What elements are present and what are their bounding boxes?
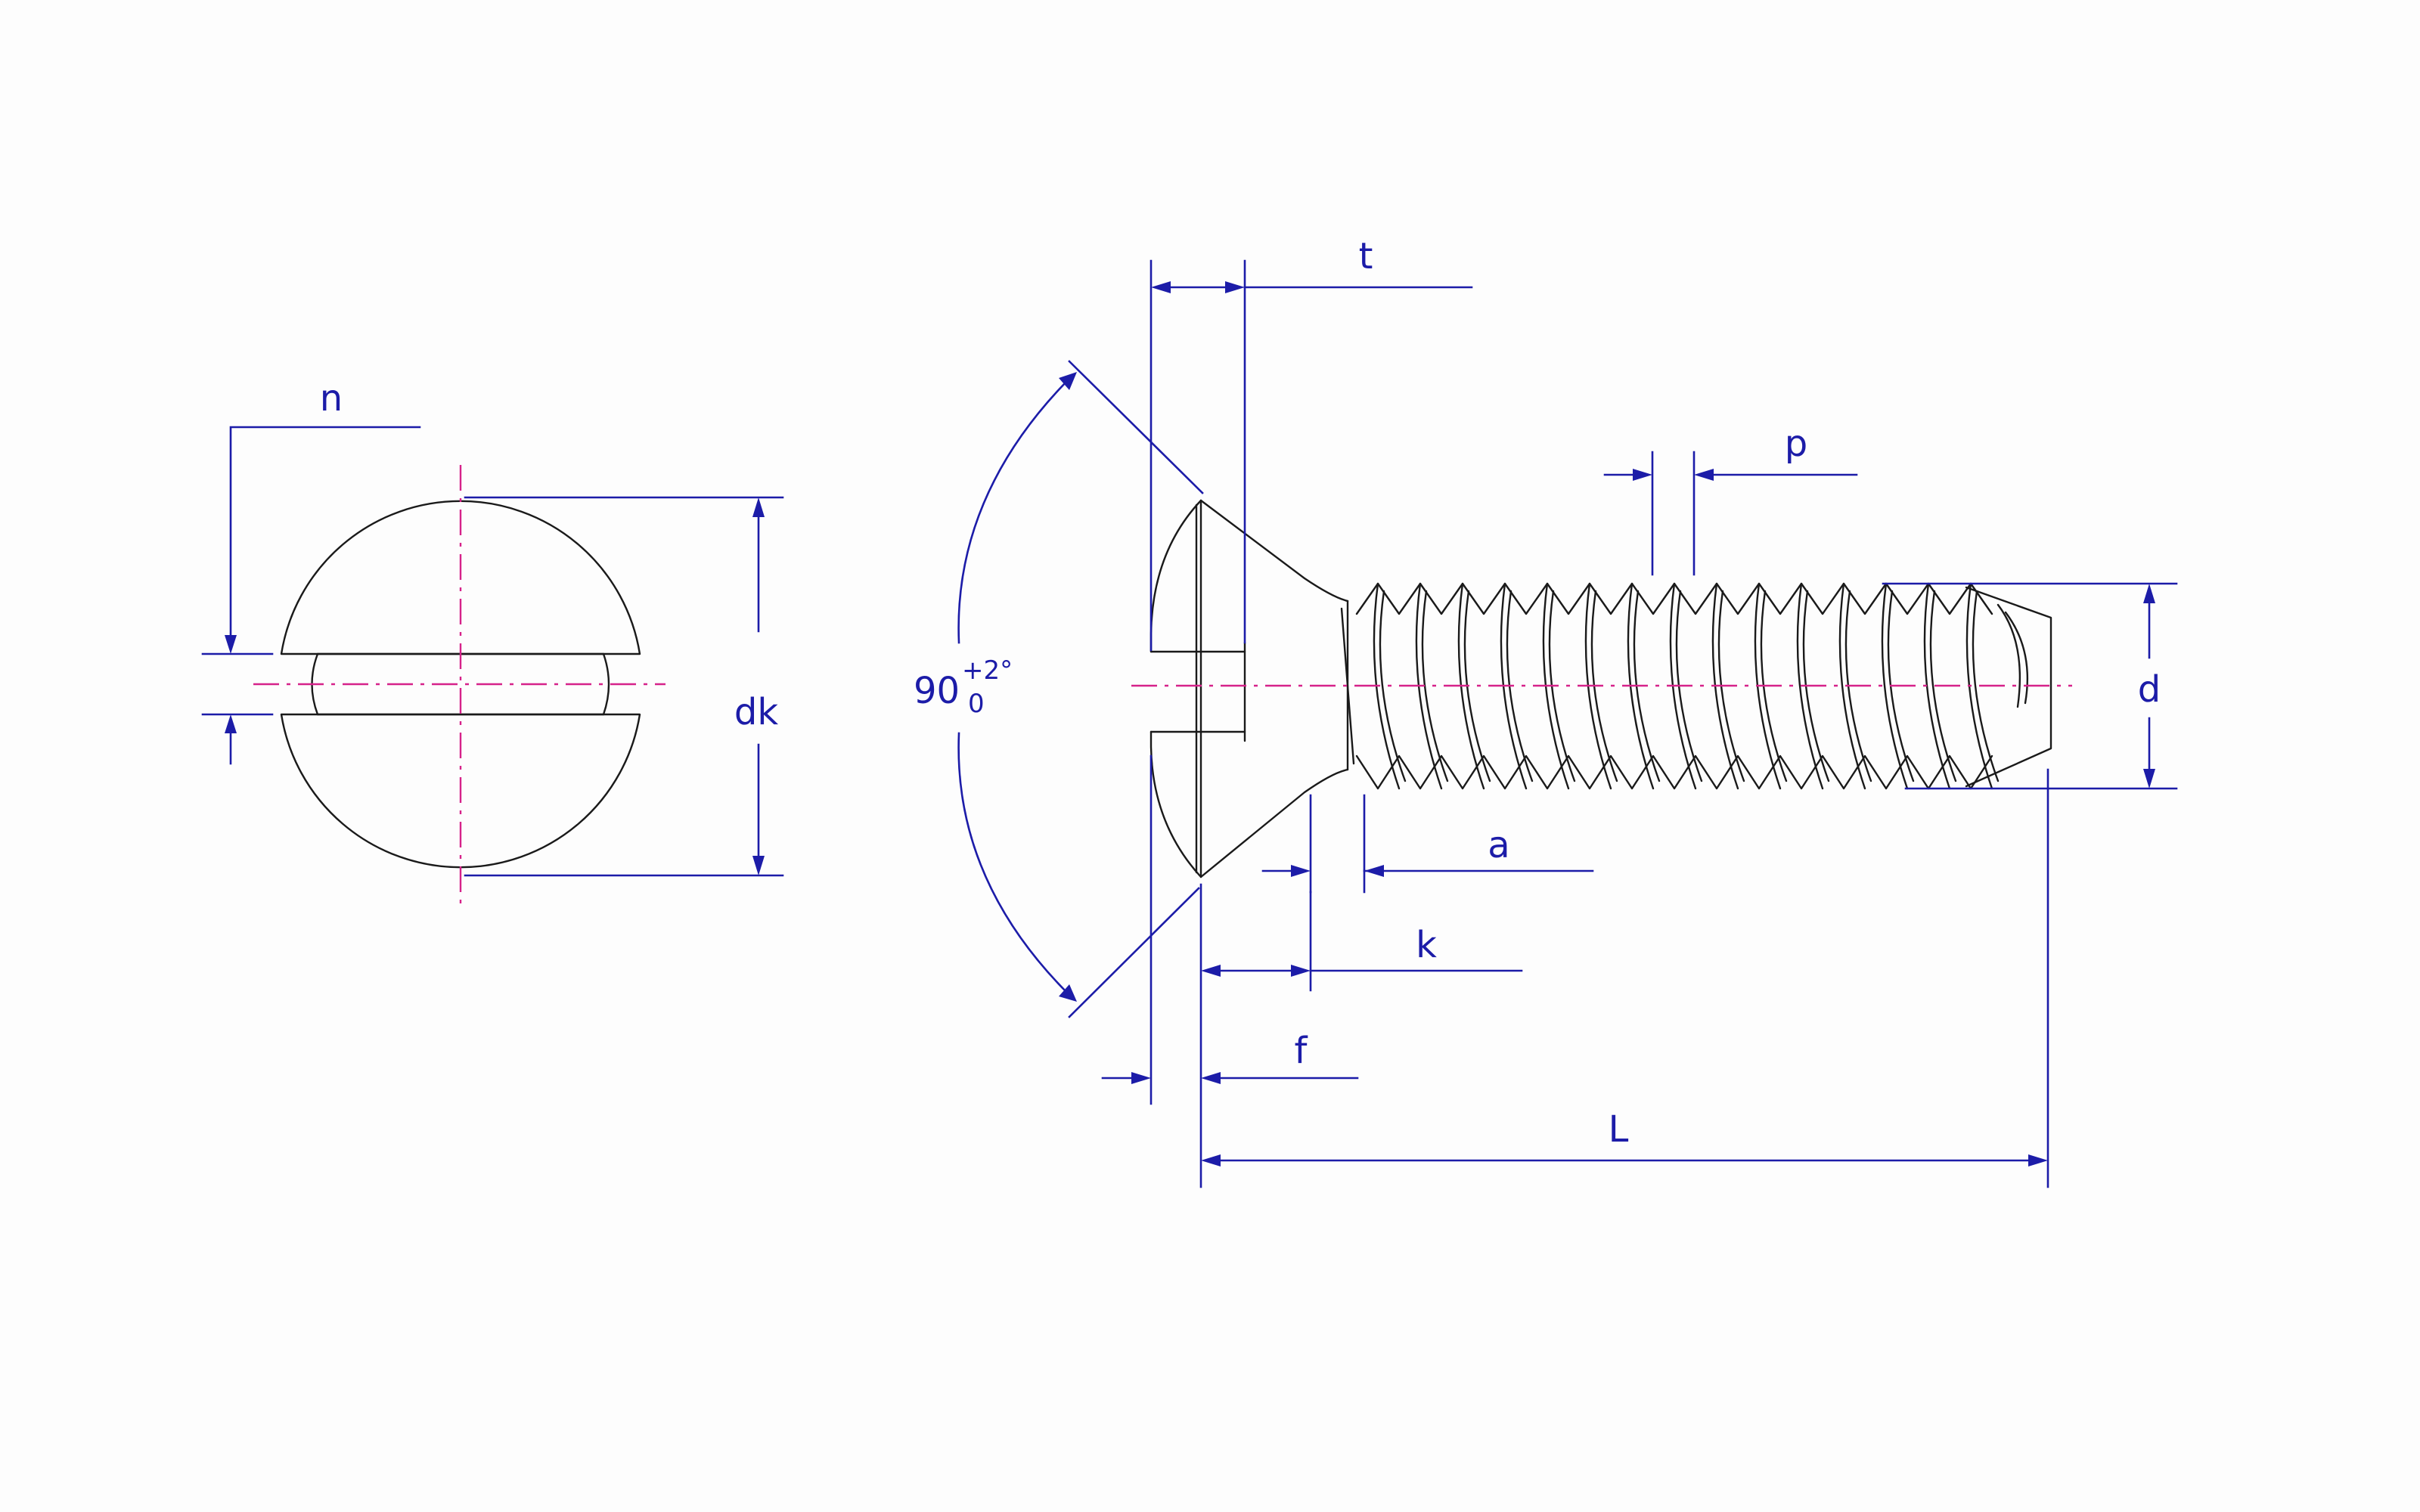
thread-flank [1923,582,1951,790]
angle-tolerance-lower: 0 [968,689,985,719]
countersink-cone-bottom [1199,768,1349,878]
label-f: f [1295,1030,1308,1072]
head-end-view [253,465,666,911]
label-L: L [1609,1108,1629,1151]
screw-side-view [1131,499,2072,878]
raised-head-dome-top [1150,499,1202,653]
dimension-head-angle: 90 +2° 0 [914,360,1204,1018]
label-n: n [320,377,343,420]
dimension-p: p [1603,423,1858,576]
thread-flank [1881,582,1909,790]
thread-flank-shade [1379,590,1407,782]
dimension-L: L [1201,768,2049,1188]
head-bottom-half [280,713,641,869]
slot-inner-wall-right [602,652,610,716]
label-p: p [1785,423,1807,465]
dimension-dk: dk [464,496,784,877]
dimension-k: k [1201,891,1523,992]
label-dk: dk [734,691,778,733]
countersink-cone-top [1199,499,1349,603]
tip-thread-end [1996,603,2021,708]
thread-flank [1796,582,1824,790]
tip-thread-end-2 [2004,611,2029,705]
label-d: d [2138,668,2161,711]
thread-flank-shade [1421,590,1449,782]
angle-tolerance-upper: +2° [962,655,1013,686]
dimension-d: d [1882,582,2178,790]
thread-flank [1838,582,1866,790]
dimension-n: n [201,377,421,765]
screw-tip [1965,586,2052,788]
slot-profile-top [1150,641,1246,653]
label-a: a [1488,824,1509,866]
thread-flank-shade [1972,590,2000,782]
dimension-a: a [1261,794,1594,894]
thread-crests-bottom [1355,754,1993,790]
label-k: k [1416,924,1437,966]
dimension-f: f [1101,754,1359,1188]
label-t: t [1359,235,1373,277]
thread-runout [1340,607,1355,765]
raised-head-dome-bottom [1150,730,1202,878]
slot-profile-bottom [1150,730,1246,742]
angle-value: 90 [914,670,960,712]
thread-flank-shade [1929,590,1957,782]
head-top-half [280,500,641,655]
dimension-t: t [1150,235,1473,652]
